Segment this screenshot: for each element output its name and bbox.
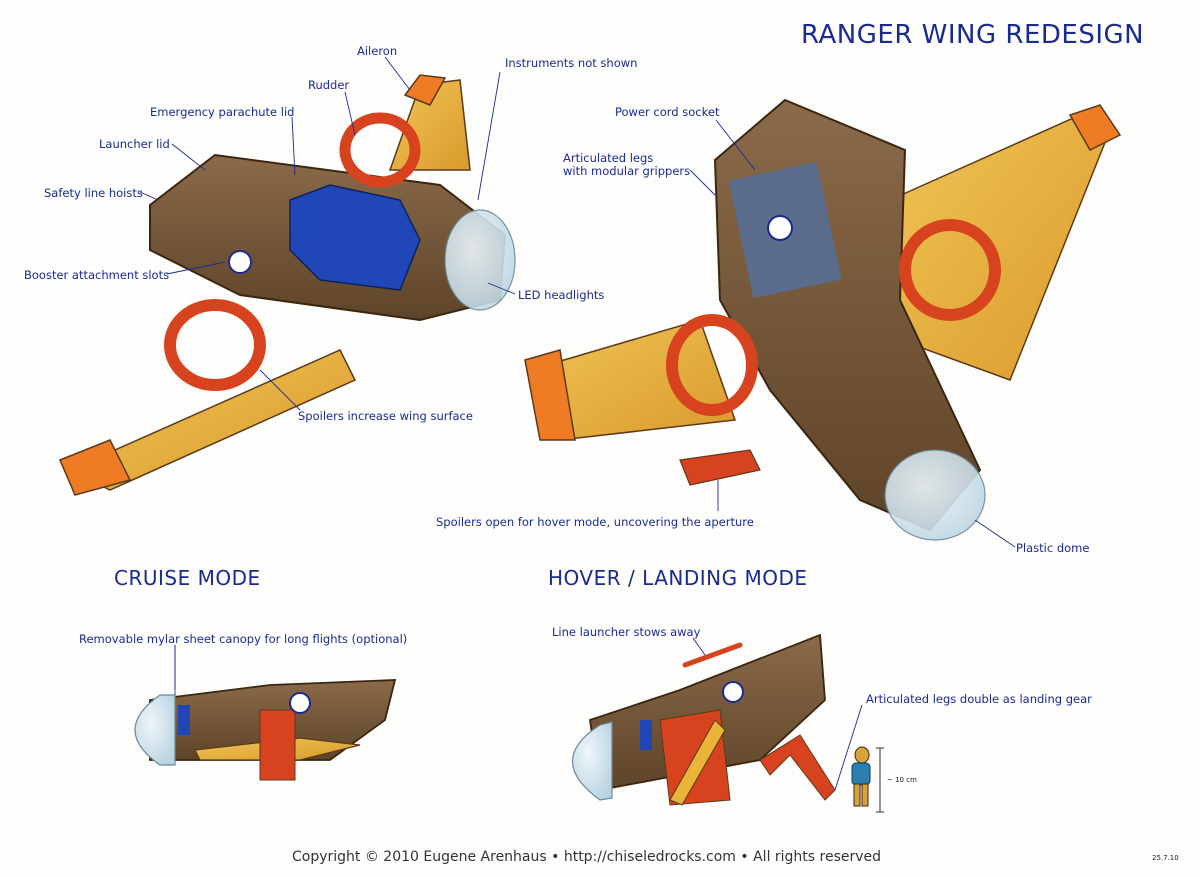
cruise-plastic-dome <box>444 209 516 311</box>
hover-rr-logo <box>767 215 793 241</box>
copyright-footer: Copyright © 2010 Eugene Arenhaus • http:… <box>292 849 882 865</box>
callout-launcher-lid: Launcher lid <box>99 137 170 151</box>
callout-safety-line: Safety line hoists <box>44 186 143 200</box>
callout-dome: Plastic dome <box>1016 541 1090 555</box>
side-cruise-dome <box>134 694 176 766</box>
hover-plastic-dome <box>884 449 986 541</box>
cruise-lower-wingtip <box>59 439 132 496</box>
callout-legs-line2: with modular grippers <box>563 164 691 178</box>
hover-spoiler <box>679 449 761 486</box>
cruise-fan-upper <box>339 112 421 188</box>
hover-side-view-drawing <box>572 633 884 813</box>
callout-spoilers-wing: Spoilers increase wing surface <box>298 409 473 423</box>
scale-figure <box>851 746 871 807</box>
callout-parachute: Emergency parachute lid <box>150 105 295 119</box>
side-hover-leg <box>759 734 836 801</box>
cruise-side-view-drawing <box>134 645 397 781</box>
side-hover-dome <box>572 721 613 801</box>
side-hover-line-launcher <box>682 642 743 668</box>
cruise-fan-lower <box>164 299 266 391</box>
hover-fan-left <box>666 314 758 416</box>
callout-spoilers-hover: Spoilers open for hover mode, uncovering… <box>436 515 754 529</box>
hover-fan-right <box>899 219 1001 321</box>
hover-left-wingtip <box>524 349 576 441</box>
scale-note: ~ 10 cm <box>887 776 917 784</box>
side-cruise-rr-logo <box>289 692 311 714</box>
hover-right-wingtip <box>1068 104 1122 151</box>
cruise-seats <box>289 184 421 291</box>
callout-line-launcher: Line launcher stows away <box>552 625 701 639</box>
callout-power-cord: Power cord socket <box>615 105 720 119</box>
side-cruise-seat <box>178 705 190 735</box>
cruise-mode-drawing <box>59 74 516 496</box>
callout-legs-line1: Articulated legs <box>563 151 654 165</box>
callout-led: LED headlights <box>518 288 605 302</box>
side-hover-rr-logo <box>722 681 744 703</box>
section-title-hover: HOVER / LANDING MODE <box>548 566 808 590</box>
section-title-cruise: CRUISE MODE <box>114 566 261 590</box>
callout-aileron: Aileron <box>357 44 398 58</box>
cruise-rr-logo <box>228 250 252 274</box>
page-title: RANGER WING REDESIGN <box>801 20 1145 50</box>
callout-rudder: Rudder <box>308 78 350 92</box>
side-hover-seat <box>640 720 652 750</box>
callout-booster-slots: Booster attachment slots <box>24 268 170 282</box>
side-cruise-fan <box>259 709 296 781</box>
scale-bar <box>876 747 884 813</box>
cruise-upper-wingtip <box>403 74 447 106</box>
callout-canopy: Removable mylar sheet canopy for long fl… <box>79 632 408 646</box>
callout-landing-gear: Articulated legs double as landing gear <box>866 692 1092 706</box>
callout-instruments: Instruments not shown <box>505 56 638 70</box>
hover-right-wing <box>889 114 1111 381</box>
leader-lines <box>139 56 1016 791</box>
hover-mode-drawing <box>524 98 1122 541</box>
signature-date: 25.7.10 <box>1152 854 1179 862</box>
side-hover-prop <box>669 719 726 806</box>
